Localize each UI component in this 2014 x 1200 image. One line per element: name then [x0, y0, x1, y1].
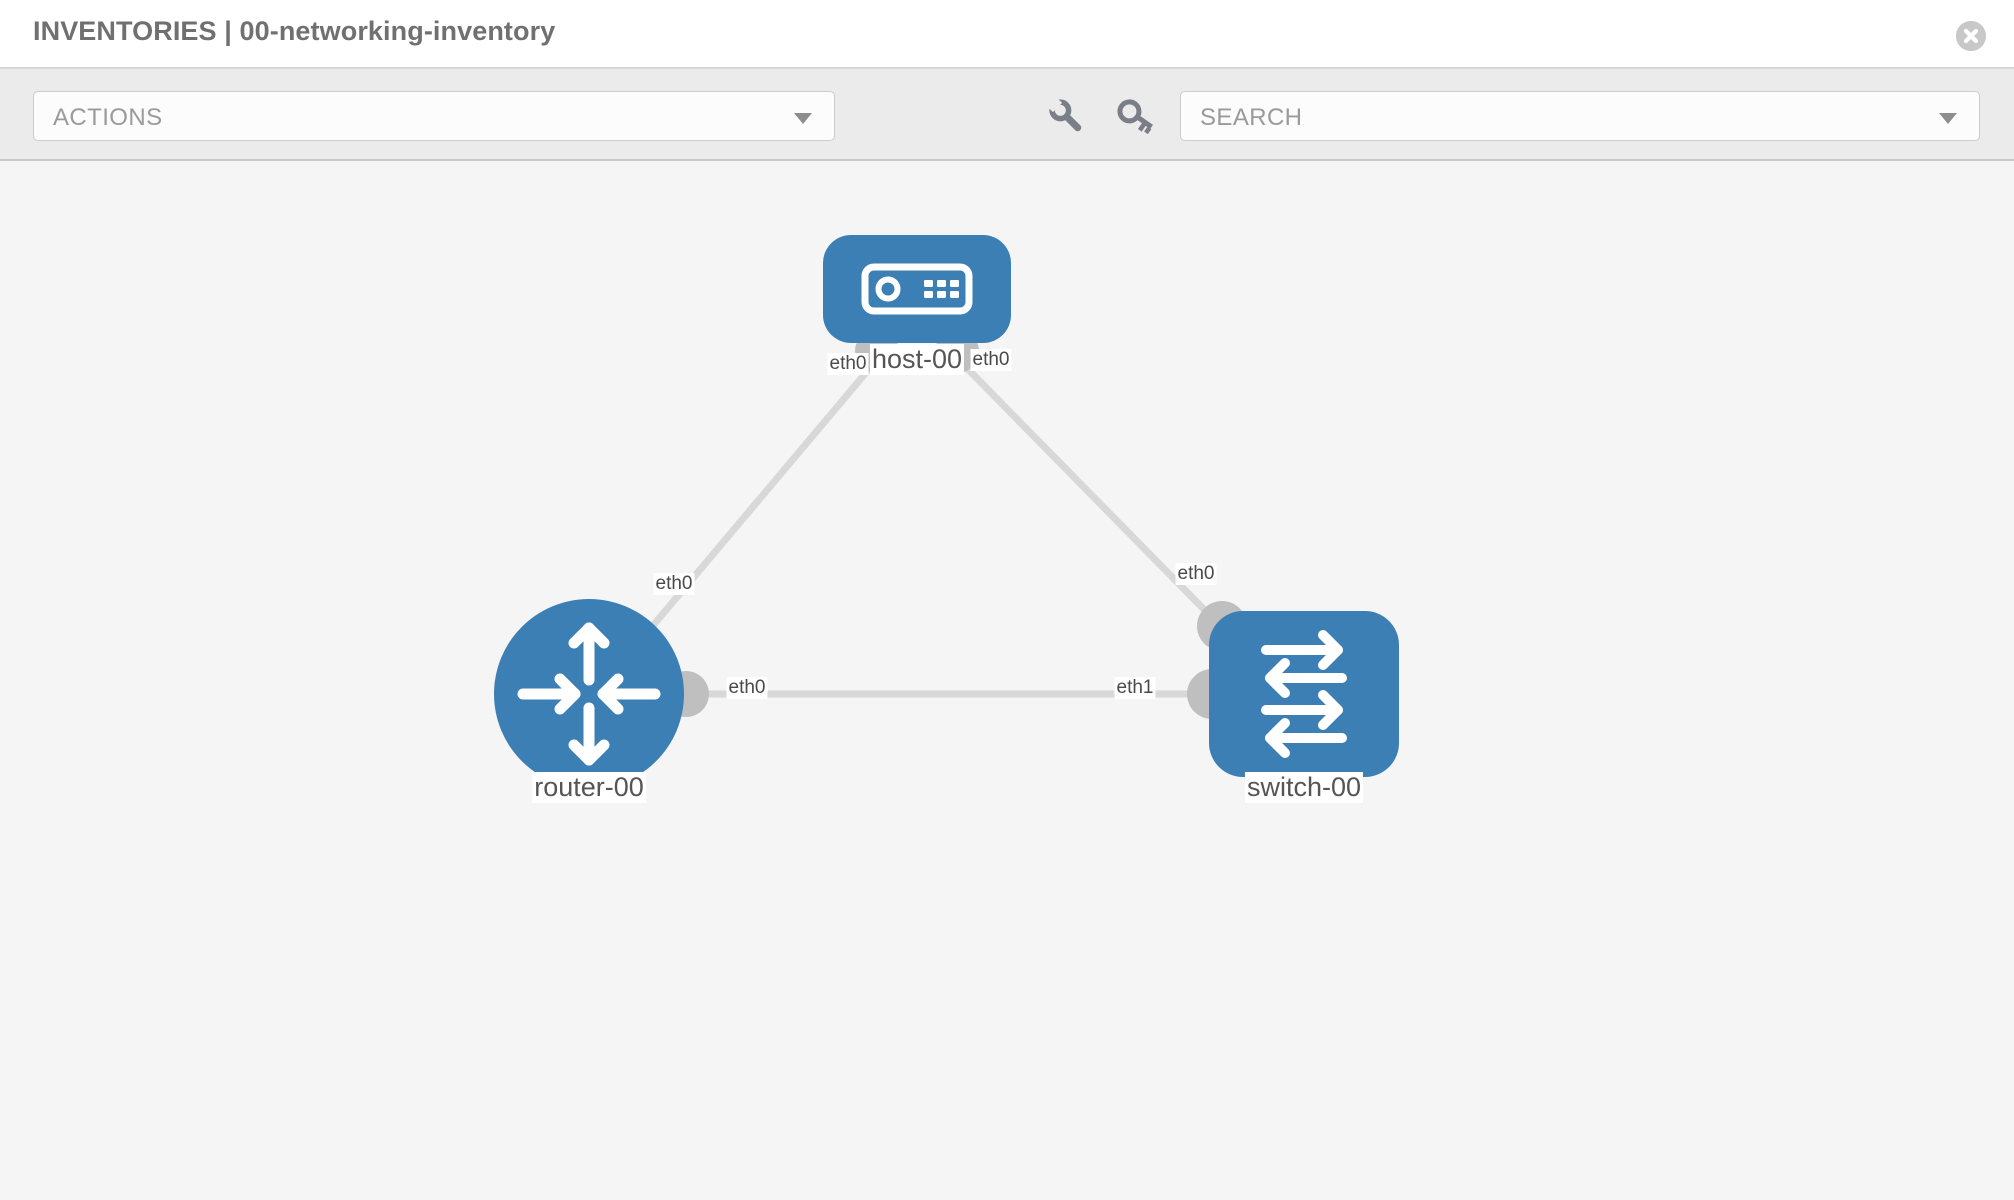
interface-label: eth0 — [970, 349, 1012, 371]
router-icon — [517, 622, 661, 766]
chevron-down-icon[interactable] — [1939, 113, 1957, 124]
topology-ports — [663, 329, 1247, 719]
interface-label: eth1 — [1114, 677, 1156, 699]
node-label-router-00: router-00 — [532, 772, 646, 803]
topology-edges — [637, 353, 1238, 698]
node-label-switch-00: switch-00 — [1244, 772, 1364, 803]
toolbar: ACTIONS — [0, 69, 2014, 161]
switch-icon — [1261, 630, 1347, 758]
page-header: INVENTORIES | 00-networking-inventory — [0, 0, 2014, 69]
node-host-00 — [823, 235, 1011, 343]
node-label-host-00: host-00 — [869, 344, 965, 375]
topology-canvas[interactable]: host-00 router-00 switch-00 eth0 eth0 et… — [0, 161, 2014, 1200]
edge-host00-router00 — [637, 353, 883, 644]
interface-label: eth0 — [827, 353, 869, 375]
edge-host00-switch00 — [952, 353, 1238, 644]
page-title: INVENTORIES | 00-networking-inventory — [33, 16, 556, 46]
actions-dropdown[interactable]: ACTIONS — [33, 91, 835, 141]
node-switch-00 — [1209, 611, 1399, 777]
chevron-down-icon — [794, 113, 812, 124]
interface-label: eth0 — [726, 677, 768, 699]
search-input[interactable]: SEARCH — [1180, 91, 1980, 141]
close-icon[interactable] — [1956, 21, 1986, 51]
wrench-icon[interactable] — [1043, 93, 1089, 139]
server-icon — [861, 263, 973, 315]
node-router-00 — [494, 599, 684, 789]
search-placeholder: SEARCH — [1200, 104, 1303, 131]
key-icon[interactable] — [1113, 93, 1159, 139]
actions-dropdown-label: ACTIONS — [53, 104, 163, 131]
interface-label: eth0 — [1175, 563, 1217, 585]
interface-label: eth0 — [653, 573, 695, 595]
